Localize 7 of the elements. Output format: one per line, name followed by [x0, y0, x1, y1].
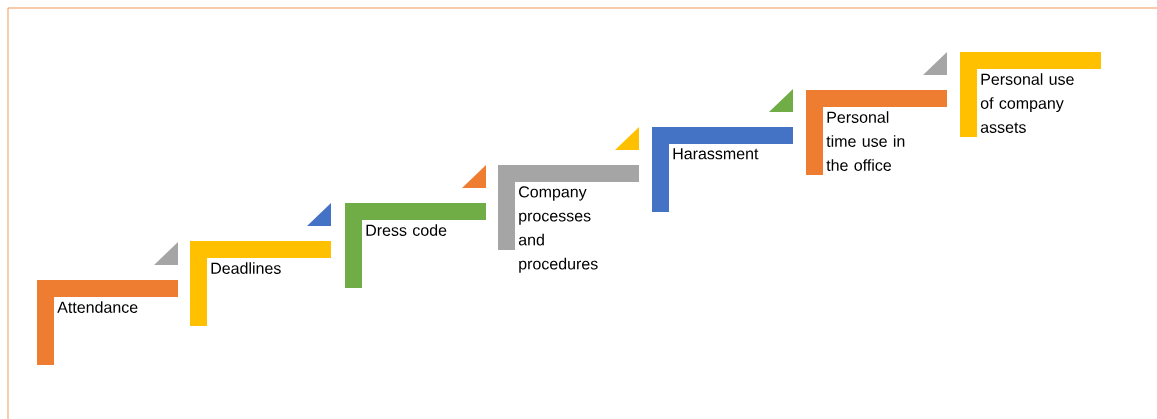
triangle-arrow: [615, 127, 639, 150]
node-label: procedures: [519, 257, 598, 273]
triangle-arrow: [307, 203, 331, 226]
triangle-arrow: [462, 165, 486, 188]
triangle-arrow: [923, 52, 947, 75]
triangle-arrow: [769, 89, 793, 112]
triangle-arrow: [154, 242, 178, 265]
